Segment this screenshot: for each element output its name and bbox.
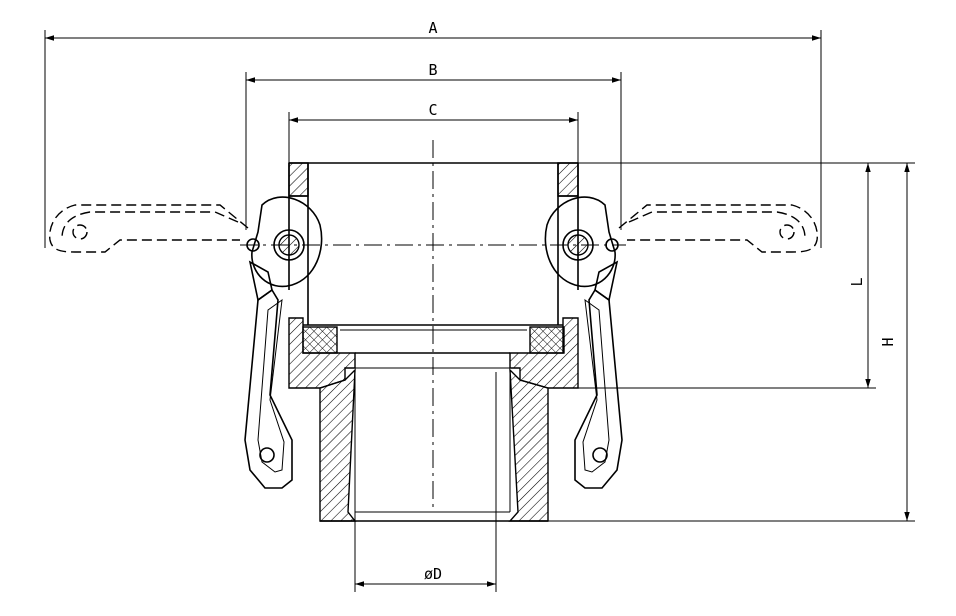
dimension-label-d: øD — [424, 565, 442, 583]
dimension-a: A — [44, 19, 822, 248]
right-tail-section — [508, 368, 549, 522]
right-gasket — [529, 326, 565, 354]
left-lever-open — [48, 204, 249, 253]
left-gasket — [302, 326, 338, 354]
coupler-body — [288, 162, 579, 522]
dimension-label-l: L — [848, 277, 866, 286]
dimension-d: øD — [354, 510, 497, 592]
right-lip-section — [557, 162, 579, 197]
left-cam-arm — [244, 195, 323, 489]
dimension-label-a: A — [428, 19, 437, 37]
dimension-label-b: B — [428, 61, 437, 79]
right-cam-arm — [544, 195, 623, 489]
left-lip-section — [288, 162, 309, 197]
dimension-label-h: H — [879, 337, 897, 346]
dimension-l: L — [578, 162, 915, 389]
dimension-label-c: C — [428, 101, 437, 119]
dimension-h: H — [548, 163, 915, 522]
dimension-b: B — [245, 61, 622, 230]
left-tail-section — [319, 368, 357, 522]
dimension-c: C — [288, 101, 579, 168]
right-lever-open — [618, 204, 819, 253]
